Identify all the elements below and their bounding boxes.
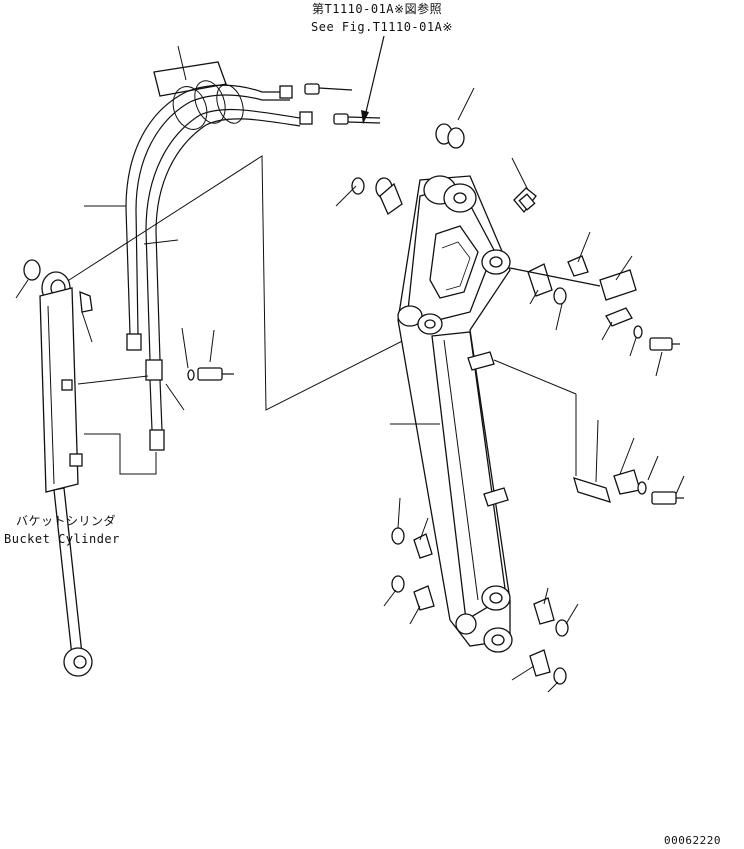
leader-lines-left [15, 45, 425, 475]
bushings [391, 527, 569, 685]
hose-assembly [125, 61, 381, 451]
drawing-number: 00062220 [664, 834, 721, 847]
reference-jp-label: 第T1110-01A※図参照 [312, 2, 443, 16]
reference-arrow [361, 35, 385, 124]
arm-structure [351, 123, 567, 653]
leader-lines-right [335, 87, 685, 693]
bucket-cylinder [23, 259, 93, 677]
bucket-cylinder-en-label: Bucket Cylinder [4, 532, 120, 546]
pin-hardware [493, 255, 684, 505]
bucket-cylinder-jp-label: バケットシリンダ [16, 514, 117, 528]
reference-en-label: See Fig.T1110-01A※ [311, 20, 453, 34]
